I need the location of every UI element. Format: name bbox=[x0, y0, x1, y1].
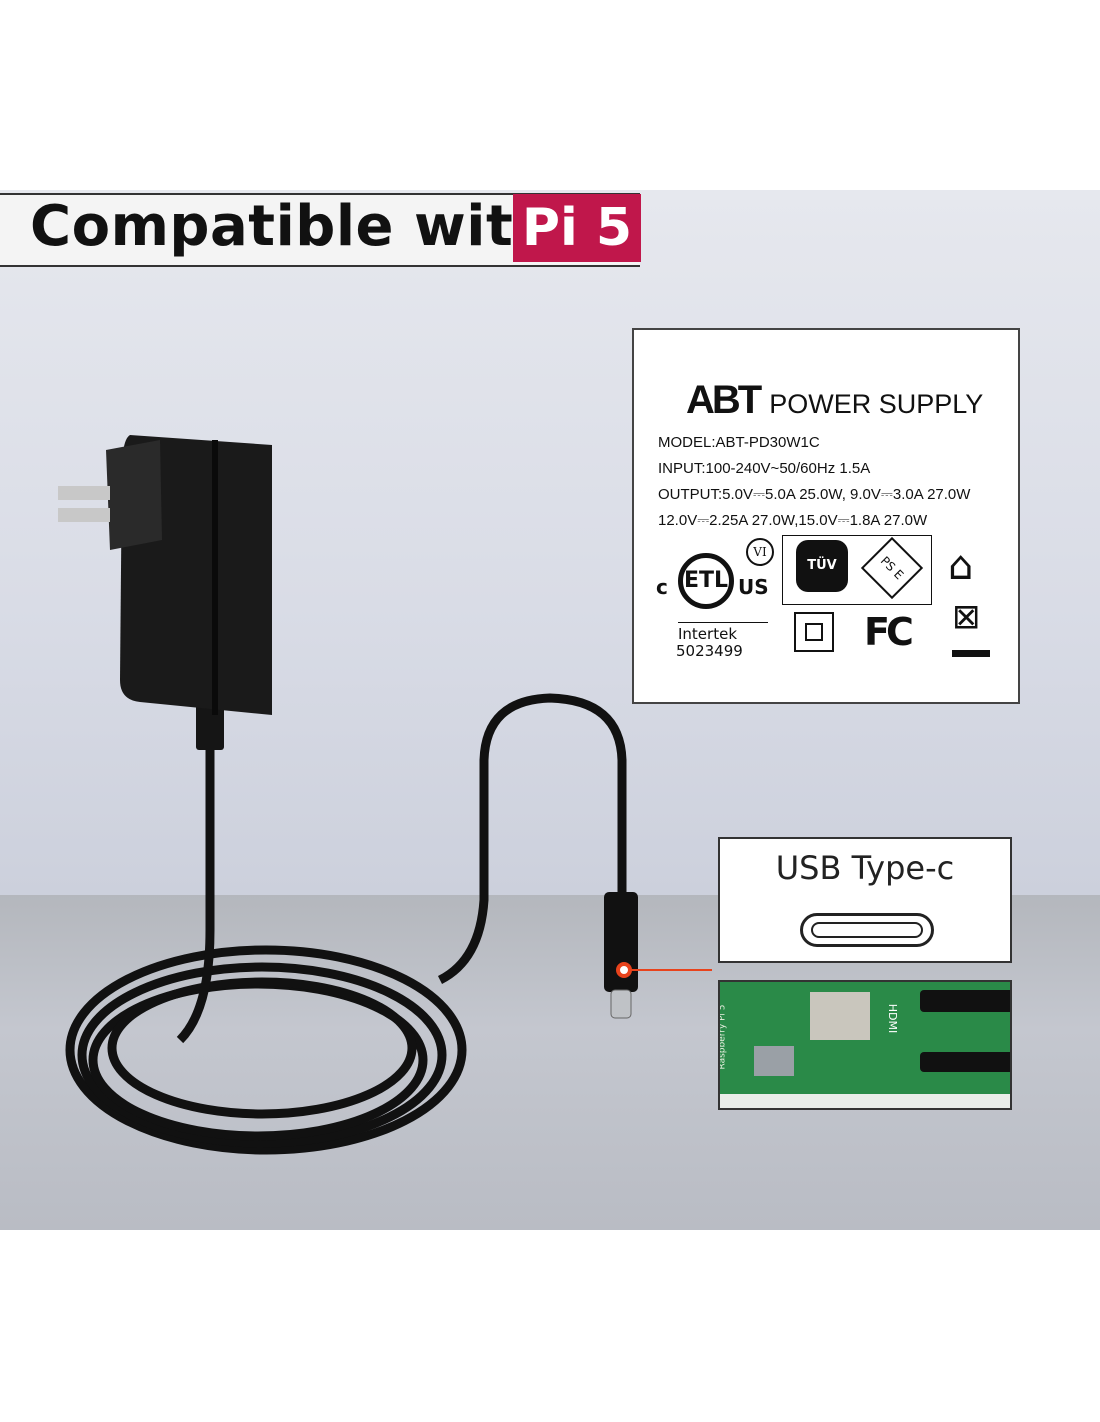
board-chip bbox=[810, 992, 870, 1040]
vi-mark-icon: VI bbox=[746, 538, 774, 566]
weee-bar bbox=[952, 650, 990, 657]
etl-us: US bbox=[738, 575, 769, 599]
tuv-mark-icon: TÜV bbox=[796, 540, 848, 592]
double-insulation-icon bbox=[794, 612, 834, 652]
etl-mark: c ETL US bbox=[656, 545, 776, 615]
callout-dot bbox=[616, 962, 632, 978]
model-text: MODEL:ABT-PD30W1C bbox=[658, 434, 820, 451]
usb-type-c-callout: USB Type-c bbox=[718, 837, 1012, 963]
etl-c: c bbox=[656, 575, 668, 599]
output-text-2: 12.0V⎓2.25A 27.0W,15.0V⎓1.8A 27.0W bbox=[658, 512, 928, 529]
intertek-number: 5023499 bbox=[676, 642, 743, 660]
plug-prong-top bbox=[58, 486, 110, 500]
usb-c-cable-in-board bbox=[920, 1052, 1010, 1072]
indoor-use-icon: ⌂ bbox=[948, 543, 974, 589]
etl-logo-icon: ETL bbox=[678, 553, 734, 609]
plug-prong-bottom bbox=[58, 508, 110, 522]
board-chip-2 bbox=[754, 1046, 794, 1076]
input-text: INPUT:100-240V~50/60Hz 1.5A bbox=[658, 460, 871, 477]
usb-c-connector bbox=[610, 989, 632, 1019]
usb-type-c-label: USB Type-c bbox=[775, 849, 955, 887]
usb-c-port-icon bbox=[800, 913, 934, 947]
hdmi-cable bbox=[920, 990, 1010, 1012]
board-brand-text: Raspberry Pi 5 bbox=[718, 1004, 728, 1070]
banner-text: Compatible with bbox=[30, 194, 554, 259]
pi5-badge: Pi 5 bbox=[513, 194, 641, 262]
output-text-1: OUTPUT:5.0V⎓5.0A 25.0W, 9.0V⎓3.0A 27.0W bbox=[658, 486, 971, 503]
brand-abt: ABT bbox=[686, 378, 762, 422]
coiled-cable bbox=[65, 693, 627, 1155]
hdmi-label: HDMI bbox=[886, 1003, 900, 1034]
tuv-pse-box bbox=[782, 535, 932, 605]
weee-bin-icon: ⊠ bbox=[952, 597, 981, 637]
fcc-mark: FC bbox=[864, 610, 914, 654]
raspberry-pi-board-photo: Raspberry Pi 5 HDMI bbox=[718, 980, 1012, 1110]
label-title: POWER SUPPLY bbox=[769, 389, 984, 419]
board-edge-white bbox=[720, 1094, 1010, 1108]
power-adapter bbox=[58, 435, 272, 750]
intertek-text: Intertek bbox=[678, 622, 768, 643]
